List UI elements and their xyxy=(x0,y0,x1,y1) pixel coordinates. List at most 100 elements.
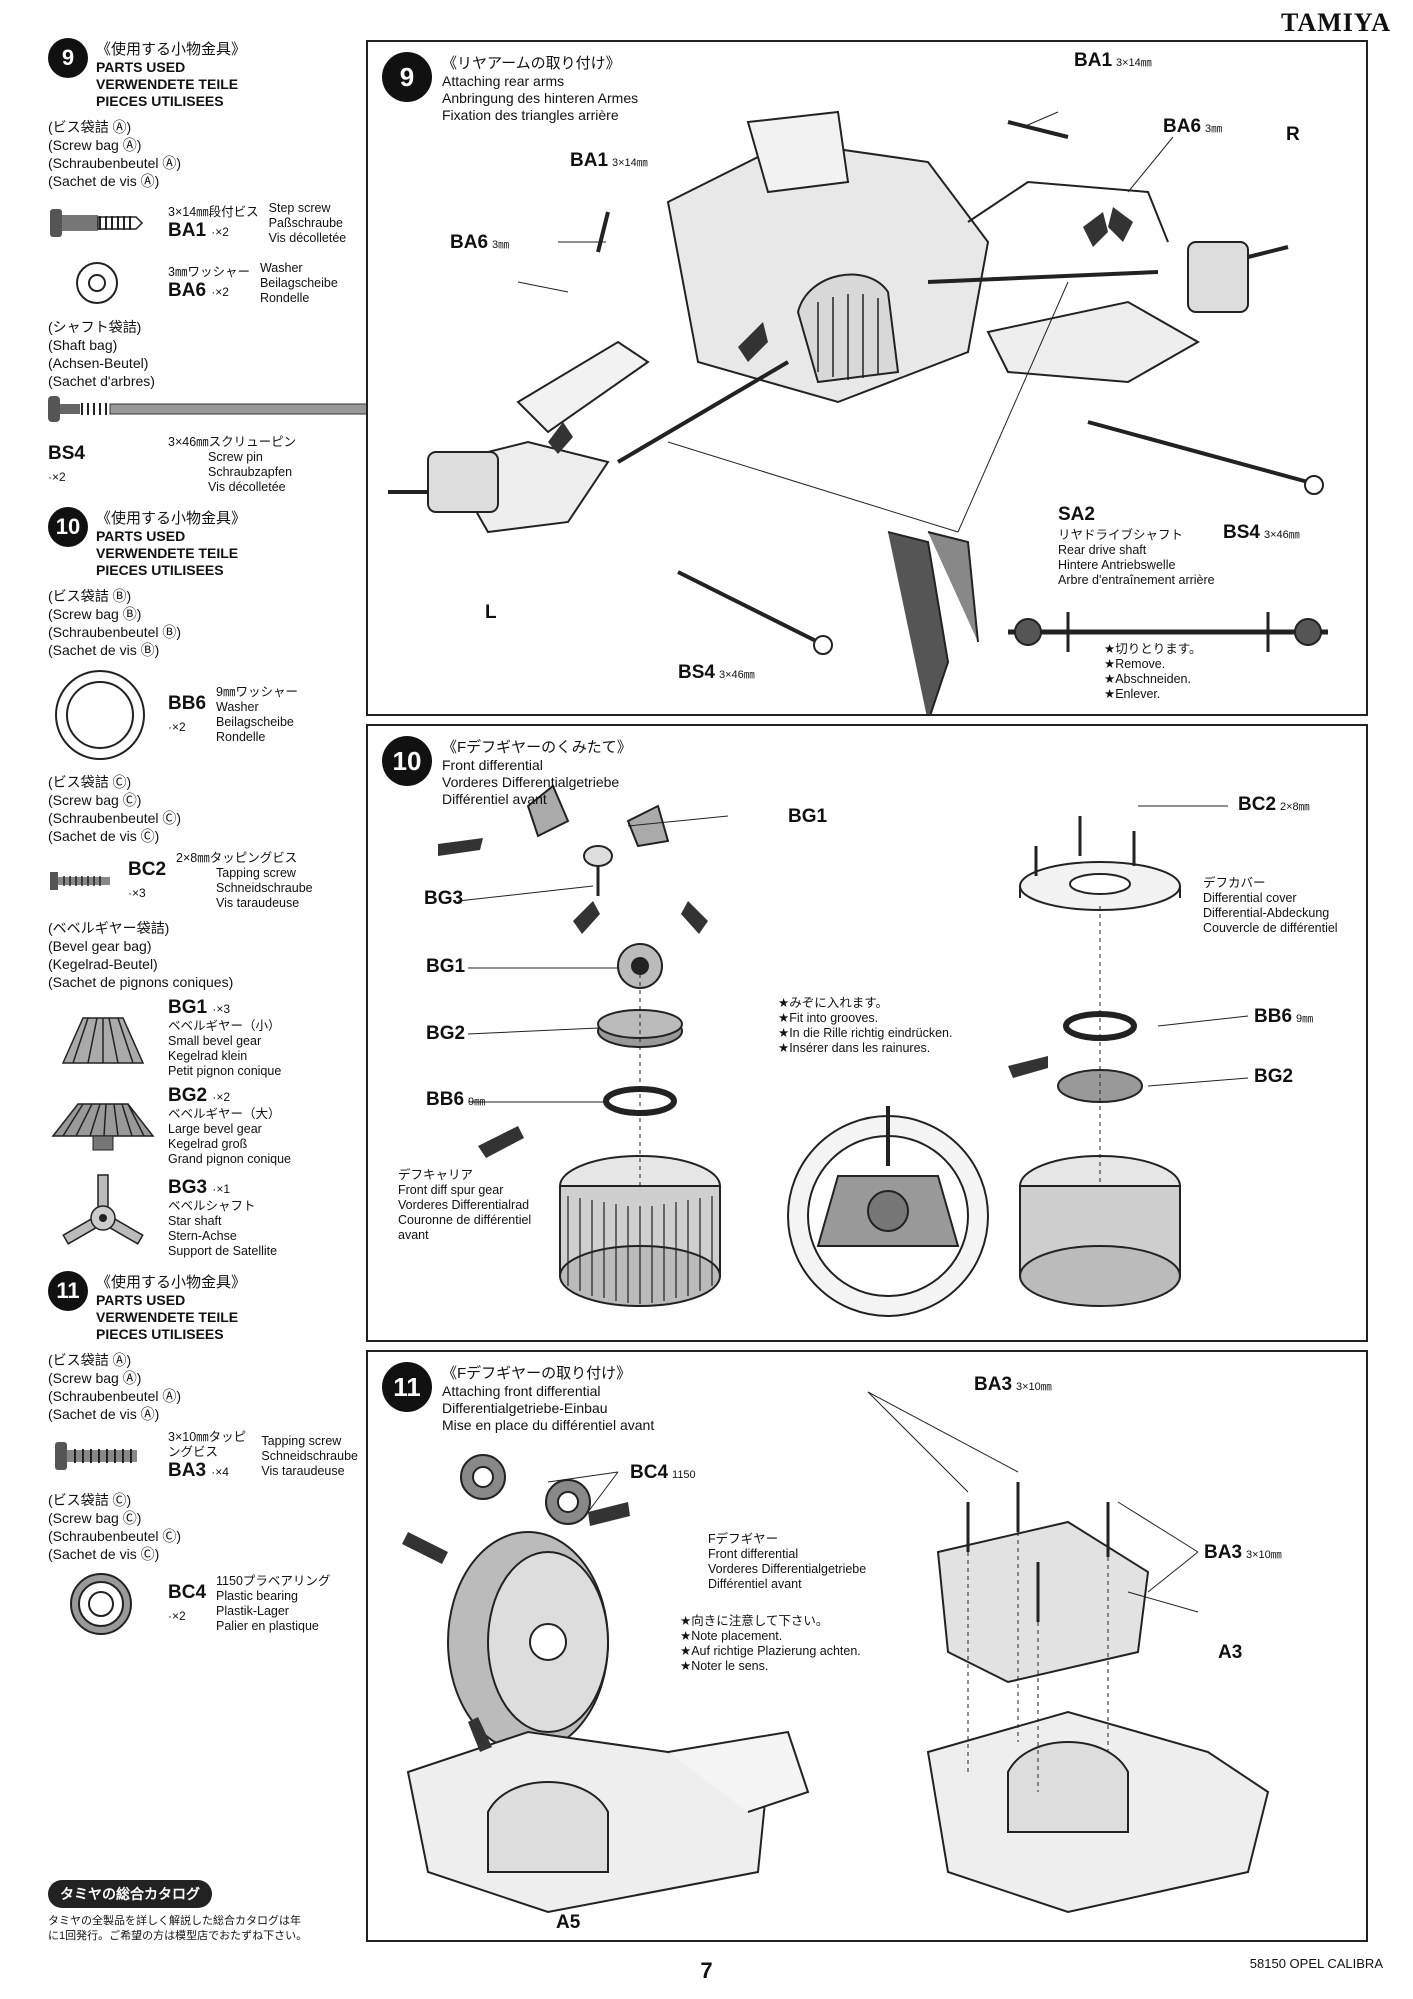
step-title-en: Front differential xyxy=(442,757,543,773)
callout-code: BC4 xyxy=(630,1462,669,1483)
part-desc-en: Tapping screw xyxy=(216,866,296,880)
note-line: Couronne de différentiel xyxy=(398,1213,532,1227)
parts-used-9-header: 9 《使用する小物金具》 PARTS USED VERWENDETE TEILE… xyxy=(48,38,358,110)
bag-fr: (Sachet de vis Ⓐ) xyxy=(48,173,160,189)
step-number-badge: 10 xyxy=(382,736,432,786)
callout-right-side: R xyxy=(1286,124,1300,145)
callout-code: BA6 xyxy=(1163,116,1202,137)
part-code-text: BA1 xyxy=(168,219,207,241)
note-line: ★In die Rille richtig eindrücken. xyxy=(778,1026,953,1040)
callout-a5: A5 xyxy=(556,1912,581,1933)
model-code: 58150 OPEL CALIBRA xyxy=(1249,1956,1383,1971)
callout-size: 9㎜ xyxy=(1296,1013,1314,1025)
step-number-badge: 11 xyxy=(382,1362,432,1412)
part-desc-en: Washer xyxy=(216,700,259,714)
grooves-note: ★みぞに入れます。 ★Fit into grooves. ★In die Ril… xyxy=(778,996,952,1056)
tapping-screw-icon xyxy=(48,855,118,907)
callout-bg2-left: BG2 xyxy=(426,1023,466,1044)
shaft-bag-label: (シャフト袋詰) (Shaft bag) (Achsen-Beutel) (Sa… xyxy=(48,318,358,390)
callout-code: BA1 xyxy=(1074,50,1113,71)
parts-used-de: VERWENDETE TEILE xyxy=(96,76,239,92)
part-ba6: 3㎜ワッシャー BA6 ·×2 Washer Beilagscheibe Ron… xyxy=(48,256,358,310)
part-desc-en: Screw pin xyxy=(208,450,263,464)
part-bc2: BC2·×3 2×8㎜タッピングビス Tapping screw Schneid… xyxy=(48,851,358,911)
parts-used-jp: 《使用する小物金具》 xyxy=(96,41,247,58)
tapping-screw-icon xyxy=(48,1430,158,1482)
parts-used-de: VERWENDETE TEILE xyxy=(96,545,239,561)
spur-gear-description: デフキャリア Front diff spur gear Vorderes Dif… xyxy=(398,1168,531,1243)
part-bs4-jp: 3×46㎜スクリューピン xyxy=(168,435,297,449)
note-line: ★Insérer dans les rainures. xyxy=(778,1041,931,1055)
callout-size: 3×14㎜ xyxy=(1116,57,1152,69)
large-bevel-gear-icon xyxy=(48,1086,158,1166)
part-qty: ·×4 xyxy=(211,1465,229,1479)
note-line: Vorderes Differentialrad xyxy=(398,1198,530,1212)
part-desc-de: Schneidschraube xyxy=(261,1448,358,1463)
part-qty: ·×2 xyxy=(168,720,186,734)
note-line: ★Note placement. xyxy=(680,1629,783,1643)
note-line: デフキャリア xyxy=(398,1168,474,1182)
parts-used-fr: PIECES UTILISEES xyxy=(96,1326,224,1342)
step-title-fr: Fixation des triangles arrière xyxy=(442,107,619,123)
screw-bag-c-label: (ビス袋詰 Ⓒ) (Screw bag Ⓒ) (Schraubenbeutel … xyxy=(48,1491,358,1563)
bag-jp: (ベベルギヤー袋詰) xyxy=(48,920,170,936)
step-title-de: Vorderes Differentialgetriebe xyxy=(442,774,620,790)
part-desc-de: Schraubzapfen xyxy=(208,465,293,479)
part-desc-en: Step screw xyxy=(268,200,331,215)
note-line: Rear drive shaft xyxy=(1058,543,1147,557)
step-title-de: Anbringung des hinteren Armes xyxy=(442,90,639,106)
sa2-description: リヤドライブシャフト Rear drive shaft Hintere Antr… xyxy=(1058,528,1215,588)
part-desc-en: Washer xyxy=(259,260,303,275)
callout-bg3: BG3 xyxy=(424,888,464,909)
part-code-text: BG3 xyxy=(168,1177,208,1198)
screw-bag-b-label: (ビス袋詰 Ⓑ) (Screw bag Ⓑ) (Schraubenbeutel … xyxy=(48,587,358,659)
callout-size: 3×46㎜ xyxy=(1263,529,1300,541)
callout-bg1-top: BG1 xyxy=(788,806,828,827)
front-differential-assembly-illustration xyxy=(438,784,1249,1317)
note-line: Hintere Antriebswelle xyxy=(1058,558,1176,572)
step-10-panel: 10 《Fデフギヤーのくみたて》 Front differential Vord… xyxy=(366,724,1368,1342)
part-qty: ·×2 xyxy=(212,1090,231,1104)
callout-size: 3×10㎜ xyxy=(1016,1381,1052,1393)
parts-used-en: PARTS USED xyxy=(96,528,186,544)
catalog-badge: タミヤの総合カタログ xyxy=(48,1880,212,1908)
part-ba6-jp: 3㎜ワッシャー xyxy=(168,264,250,279)
bag-fr: (Sachet de vis Ⓒ) xyxy=(48,828,160,844)
part-ba3-jp: 3×10㎜タッピングビス xyxy=(168,1430,247,1459)
note-line: Vorderes Differentialgetriebe xyxy=(708,1562,867,1576)
parts-used-jp: 《使用する小物金具》 xyxy=(96,1274,247,1291)
callout-code: BA1 xyxy=(570,150,609,171)
front-differential-mounting-illustration xyxy=(402,1391,1270,1914)
callout-code: BA6 xyxy=(450,232,489,253)
step-title-jp: 《Fデフギヤーのくみたて》 xyxy=(442,739,632,756)
note-line: Differential cover xyxy=(1203,891,1297,905)
callout-code: BS4 xyxy=(1223,522,1260,543)
part-ba1-jp: 3×14㎜段付ビス xyxy=(168,204,259,219)
part-ba1: 3×14㎜段付ビス BA1 ·×2 Step screw Paßschraube… xyxy=(48,196,358,250)
bag-jp: (ビス袋詰 Ⓒ) xyxy=(48,1492,132,1508)
part-qty: ·×2 xyxy=(211,224,229,239)
washer-icon xyxy=(48,257,158,309)
note-line: Différentiel avant xyxy=(708,1577,802,1591)
part-desc-en: Tapping screw xyxy=(261,1433,342,1448)
part-desc-fr: Petit pignon conique xyxy=(168,1064,282,1078)
bag-en: (Screw bag Ⓐ) xyxy=(48,137,142,153)
part-desc-de: Beilagscheibe xyxy=(259,275,338,290)
catalog-text-line: タミヤの全製品を詳しく解説した総合カタログは年 xyxy=(48,1915,301,1927)
note-line: Arbre d'entraînement arrière xyxy=(1058,573,1215,587)
step-title-de: Differentialgetriebe-Einbau xyxy=(442,1400,608,1416)
bag-de: (Schraubenbeutel Ⓐ) xyxy=(48,155,182,171)
bag-de: (Schraubenbeutel Ⓒ) xyxy=(48,1528,182,1544)
part-desc-fr: Vis décolletée xyxy=(268,230,347,245)
bag-de: (Achsen-Beutel) xyxy=(48,355,149,371)
part-bg1-jp: ベベルギヤー（小） xyxy=(168,1019,281,1033)
callout-code: BA3 xyxy=(974,1374,1013,1395)
callout-size: 1150 xyxy=(672,1469,696,1481)
callout-code: BS4 xyxy=(678,662,715,683)
note-line: リヤドライブシャフト xyxy=(1058,528,1184,542)
